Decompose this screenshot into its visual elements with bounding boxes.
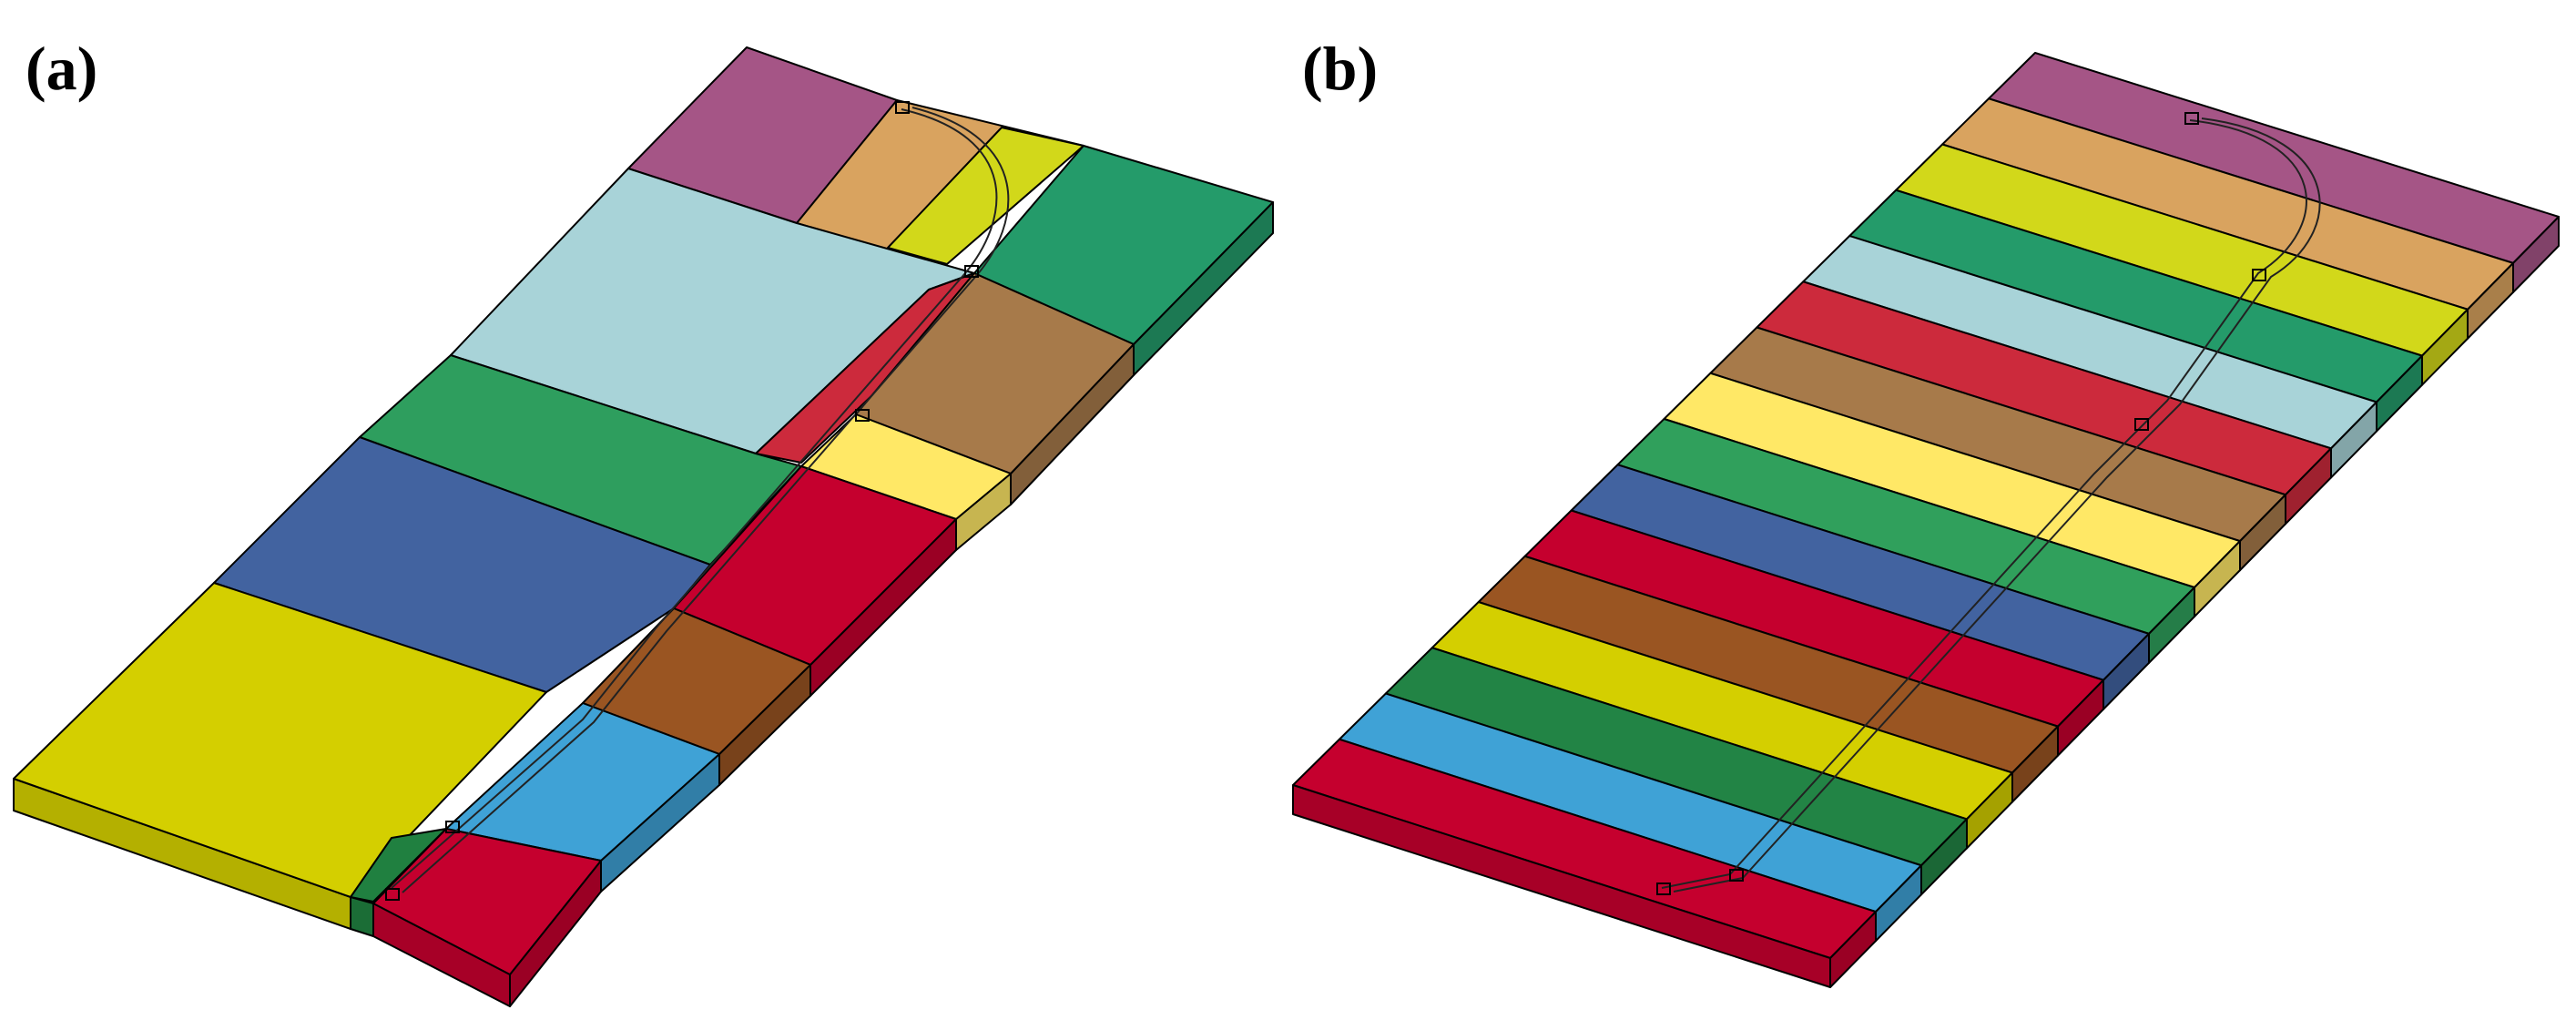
- wellbore-path-b: [1661, 119, 2307, 889]
- well-marker-a-top: [895, 101, 910, 114]
- red-block: [372, 828, 602, 975]
- panel-b-layer-model: [1292, 52, 2560, 988]
- panel-b-label: (b): [1302, 34, 1378, 103]
- wellbore-path-a-2: [402, 107, 1010, 893]
- well-marker-a-toe: [445, 821, 460, 833]
- wellbore-path-b-2: [1673, 117, 2321, 893]
- well-marker-b-toe: [1729, 869, 1744, 882]
- well-marker-b-top: [2184, 112, 2199, 125]
- well-marker-b-mid: [2252, 269, 2266, 281]
- well-marker-b-end: [1656, 882, 1671, 895]
- green-block: [359, 354, 802, 566]
- well-marker-a-end: [385, 888, 400, 901]
- panel-a-label: (a): [25, 34, 97, 103]
- well-marker-a-lower: [855, 409, 870, 422]
- well-marker-a-mid: [964, 265, 979, 278]
- red-bottom-layer-front-side: [1292, 784, 1831, 988]
- well-marker-b-lower: [2134, 418, 2149, 431]
- narrow-green-block-side: [350, 896, 374, 937]
- blue-block: [213, 436, 711, 693]
- narrow-green-block: [350, 828, 447, 903]
- lime-block: [887, 127, 1084, 265]
- panel-a-block-model: [13, 46, 1274, 1007]
